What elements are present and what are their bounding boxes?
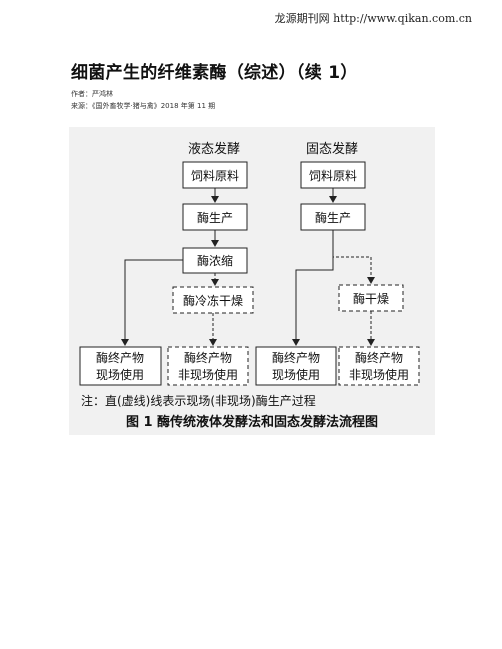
site-header[interactable]: 龙源期刊网 http://www.qikan.com.cn [274, 12, 472, 25]
end4-box [338, 346, 420, 386]
flowchart-svg: 液态发酵 固态发酵 饲料原料 酶生产 酶浓缩 酶冷冻干燥 饲料原料 酶生产 酶干… [79, 141, 420, 430]
right-dry-text: 酶干燥 [353, 291, 389, 306]
right-dry-box [338, 284, 404, 312]
article-author: 作者：严鸿林 [71, 90, 113, 98]
left-feed-text: 饲料原料 [191, 169, 239, 183]
liquid-fermentation-label: 液态发酵 [188, 141, 240, 157]
end4-line1: 酶终产物 [355, 350, 403, 365]
end1-line2: 现场使用 [96, 367, 144, 382]
left-feed-box [182, 161, 248, 189]
right-arrow-produce-dry [332, 230, 375, 284]
left-freezedry-box [172, 286, 254, 314]
left-concentrate-text: 酶浓缩 [197, 253, 233, 268]
end3-line2: 现场使用 [272, 367, 320, 382]
end3-line1: 酶终产物 [272, 350, 320, 365]
end2-line1: 酶终产物 [184, 350, 232, 365]
end1-line1: 酶终产物 [96, 350, 144, 365]
end2-line2: 非现场使用 [178, 367, 238, 382]
left-produce-text: 酶生产 [197, 210, 233, 225]
article-title: 细菌产生的纤维素酶（综述）（续 1） [71, 63, 358, 83]
end3-box [255, 346, 337, 386]
left-arrow-concentrate-end1 [121, 259, 183, 346]
right-arrow-produce-end3 [292, 230, 334, 346]
right-produce-box [300, 203, 366, 231]
left-freezedry-text: 酶冷冻干燥 [183, 293, 243, 308]
end4-line2: 非现场使用 [349, 367, 409, 382]
left-produce-box [182, 203, 248, 231]
right-feed-box [300, 161, 366, 189]
flowchart-figure: 液态发酵 固态发酵 饲料原料 酶生产 酶浓缩 酶冷冻干燥 饲料原料 酶生产 酶干… [69, 127, 435, 435]
right-feed-text: 饲料原料 [309, 169, 357, 183]
right-produce-text: 酶生产 [315, 210, 351, 225]
article-source: 来源：《国外畜牧学·猪与禽》2018 年第 11 期 [71, 102, 216, 110]
figure-caption: 图 1 酶传统液体发酵法和固态发酵法流程图 [126, 414, 378, 430]
end2-box [167, 346, 249, 386]
solid-fermentation-label: 固态发酵 [306, 141, 358, 157]
figure-note: 注：直(虚线)线表示现场(非现场)酶生产过程 [81, 393, 316, 408]
end1-box [79, 346, 162, 386]
